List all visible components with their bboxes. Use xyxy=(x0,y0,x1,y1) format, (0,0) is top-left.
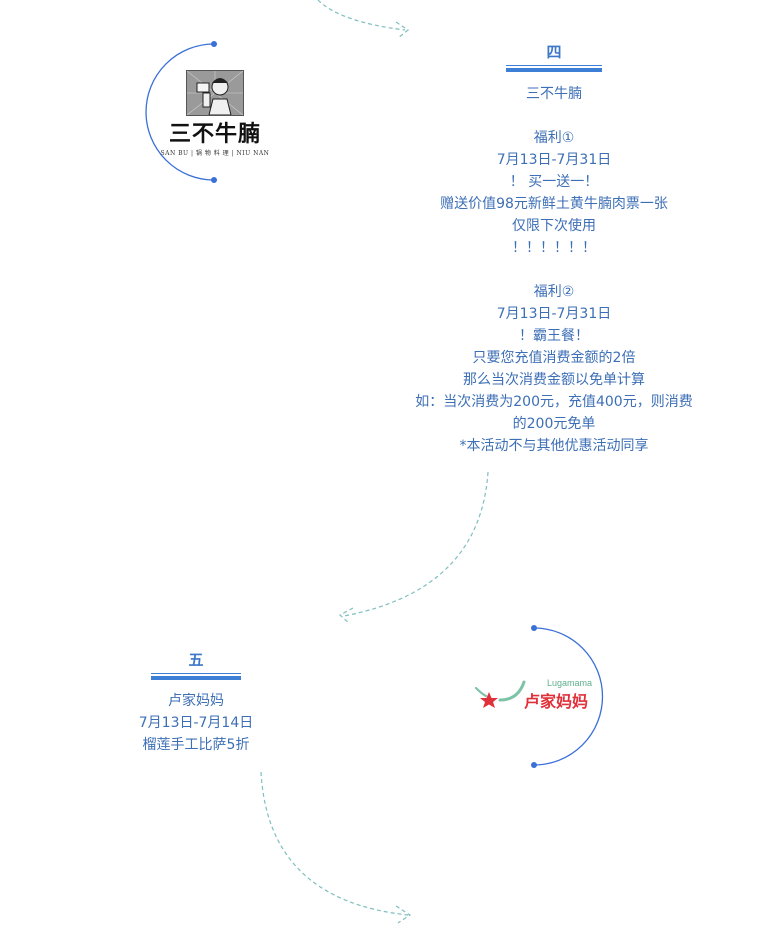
section-number: 五 xyxy=(188,651,204,669)
lugamama-logo: Lugamama 卢家妈妈 xyxy=(472,678,597,718)
divider-thick xyxy=(151,676,241,680)
benefit2-desc4: 的200元免单 xyxy=(512,416,596,432)
divider-thin xyxy=(151,673,241,674)
divider-thin xyxy=(506,65,602,66)
logo1-subtitle: SAN BU | 锅 物 料 理 | NIU NAN xyxy=(160,150,270,157)
benefit2-desc3: 如：当次消费为200元，充值400元，则消费 xyxy=(415,394,693,410)
logo2-chinese: 卢家妈妈 xyxy=(524,692,589,711)
benefit1-desc1: 赠送价值98元新鲜土黄牛腩肉票一张 xyxy=(440,196,668,212)
dashed-arrow-top-icon xyxy=(317,0,410,39)
chef-illustration-icon xyxy=(186,70,244,116)
benefit1-title: 福利① xyxy=(533,130,575,146)
arc-left-icon xyxy=(145,41,217,183)
benefit2-dates: 7月13日-7月31日 xyxy=(496,306,612,322)
benefit1-exclaim: ！！！！！！ xyxy=(512,240,596,256)
benefit1-desc2: 仅限下次使用 xyxy=(512,218,596,234)
benefit1-headline: ！ 买一送一！ xyxy=(509,174,599,190)
benefit1-dates: 7月13日-7月31日 xyxy=(496,152,612,168)
benefit2-desc2: 那么当次消费金额以免单计算 xyxy=(463,372,645,388)
sanbu-niunan-logo: 三不牛腩 SAN BU | 锅 物 料 理 | NIU NAN xyxy=(160,70,270,157)
benefit2-title: 福利② xyxy=(533,284,575,300)
section-4: 四 三不牛腩 福利① 7月13日-7月31日 ！ 买一送一！ 赠送价值98元新鲜… xyxy=(394,42,714,457)
merchant-name: 卢家妈妈 xyxy=(168,693,224,709)
logo2-english: Lugamama xyxy=(547,678,593,688)
logo1-name: 三不牛腩 xyxy=(168,122,261,147)
dashed-arrow-bottom-icon xyxy=(260,771,412,924)
benefit2-headline: ！霸王餐！ xyxy=(519,328,589,344)
dashed-arrow-middle-icon xyxy=(338,471,489,625)
benefit2-desc1: 只要您充值消费金额的2倍 xyxy=(472,350,636,366)
divider-thick xyxy=(506,68,602,72)
merchant-name: 三不牛腩 xyxy=(526,86,582,102)
star-swoosh-icon xyxy=(474,680,526,708)
arc-right-icon xyxy=(531,625,604,768)
offer-description: 榴莲手工比萨5折 xyxy=(142,737,250,753)
section-5: 五 卢家妈妈 7月13日-7月14日 榴莲手工比萨5折 xyxy=(96,650,296,756)
offer-dates: 7月13日-7月14日 xyxy=(138,715,254,731)
section-number: 四 xyxy=(546,43,562,61)
benefit2-note: *本活动不与其他优惠活动同享 xyxy=(459,438,649,454)
